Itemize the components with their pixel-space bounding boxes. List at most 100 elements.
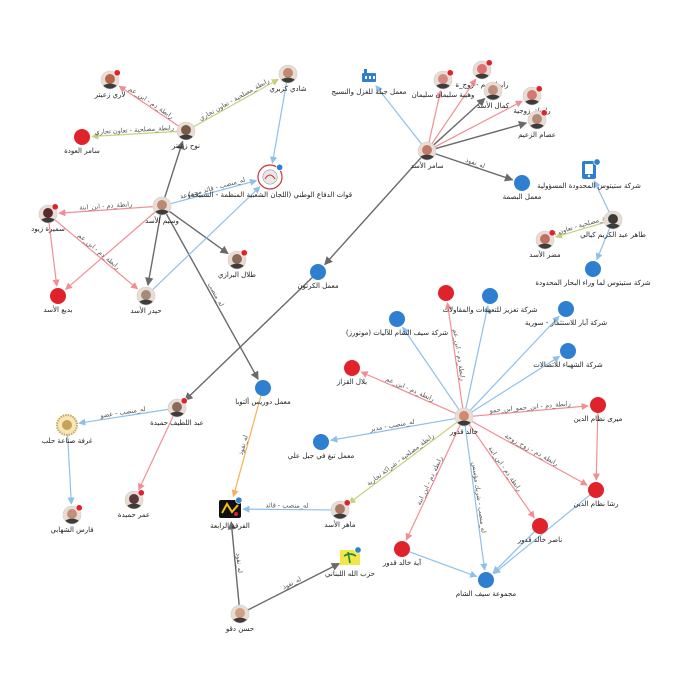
node-issam[interactable]: عصام الزعيم [518,109,556,139]
node-jabla[interactable]: معمل جبلة للغزل والنسيج [332,69,407,96]
edge-noah-lary: رابطة_دم - ابن_عم [118,85,179,127]
node-mira[interactable]: ميرى نظام الدين [574,397,623,423]
node-ghorfa[interactable]: غرفة صناعة حلب [42,414,93,445]
node-circle [482,288,498,304]
edge-line [152,186,261,291]
node-majmouat[interactable]: مجموعة سيف الشام [456,572,517,598]
edge-line [193,78,280,128]
edge-line [58,206,154,217]
edge-label: رابطة_مصلحية - تعاون تجاري [198,77,271,123]
node-talal[interactable]: طلال البرازي [218,249,256,279]
node-firqa[interactable]: الفرقة الرابعة [210,496,250,530]
node-kartoon[interactable]: معمل الكرتون [297,264,339,290]
node-rasha[interactable]: رشا نظام الدين [573,482,619,508]
node-abdellatif[interactable]: عبد اللطيف حميدة [150,397,204,427]
node-label: سميرة زيود [31,225,65,233]
edge-wasim-badee [65,211,156,290]
node-tahir[interactable]: طاهر عبد الكريم كيالي [580,210,646,239]
node-badee[interactable]: بديع الأسد [44,288,73,314]
portrait-icon [125,491,143,509]
node-samer_asad[interactable]: سامر الأسد [410,141,444,170]
edge-line [592,412,600,481]
node-aber[interactable]: شركة آبار للاستثمار - سورية [525,301,607,327]
node-label: بديع الأسد [44,305,73,314]
edge-samer_asad-basma: له_نفوذ [435,153,514,182]
edge-line [165,213,259,380]
node-maher[interactable]: ماهر الأسد [324,499,356,529]
node-circle [310,264,326,280]
node-saif_motors[interactable]: (شركة سيف الشام للآليات (موتورز [346,311,448,337]
edge-aya-majmouat [409,551,478,578]
node-kamal[interactable]: كمال الأسد [477,81,510,110]
node-steel1[interactable]: شركة ستيتوس المحدودة المسؤولية [537,158,641,190]
node-hassan[interactable]: حسن دقو [225,604,254,633]
edge-label: رابطة_دم - ابن_ابنة [79,200,133,212]
node-basma[interactable]: معمل البصمة [503,175,542,201]
node-shahba[interactable]: شركة الشهباء للاتصالات [533,343,603,369]
node-fares[interactable]: فارس الشهابي [50,504,94,534]
edge-line [360,371,456,414]
node-noah[interactable]: نوح زعيتر [171,121,200,150]
count-badge [548,229,556,237]
node-khaled[interactable]: خالد قدور [449,407,478,436]
edge-label: له_منصب - شريك مؤسس [470,461,488,533]
telecom-icon [582,161,596,179]
count-badge [240,249,248,257]
node-label: طاهر عبد الكريم كيالي [580,231,646,239]
node-label: رابطة_زوجية [513,107,550,115]
count-badge [113,69,121,77]
node-aya[interactable]: آية خالد قدور [382,541,422,567]
node-lary[interactable]: لاري زعيتر [94,69,126,99]
node-hezbollah[interactable]: حزب الله اللبناني [325,546,375,578]
edge-line [402,326,460,410]
node-samer_awda[interactable]: سامر العودة [64,129,100,155]
portrait-icon [63,506,81,524]
count-badge [51,203,59,211]
node-jablehc[interactable]: معمل تبغ في جبل علي [288,434,355,460]
node-quwat[interactable]: (قوات الدفاع الوطني (اللجان الشعبية المن… [188,163,352,199]
node-label: سامر الأسد [410,161,443,170]
node-shadi[interactable]: شادي كزبري [269,64,307,93]
node-madar[interactable]: مضر الأسد [529,229,561,259]
count-badge [354,546,362,554]
portrait-icon [168,399,186,417]
edge-samer_asad-wahiba [428,90,443,143]
edge-rasha-majmouat [493,494,591,575]
node-rabta_zawj[interactable]: رابطة_دم - زوج_ة [455,59,509,89]
node-samira[interactable]: سميرة زيود [31,203,65,233]
node-omar[interactable]: عمر حميدة [118,489,150,519]
node-nasser[interactable]: ناصر خالد قدور [517,518,562,544]
node-haidar[interactable]: حيدر الأسد [130,286,162,315]
edge-line [118,85,179,127]
node-steel2[interactable]: شركة ستيتوس لما وراء البحار المحدودة [535,261,651,287]
edge-line [184,277,313,401]
node-label: ماهر الأسد [324,520,355,529]
edge-line [138,415,174,491]
edge-samer_asad-rabta_zawj [431,78,477,144]
node-circle_red_top[interactable] [438,285,454,301]
node-rabta_zawjia[interactable]: رابطة_زوجية [513,85,551,115]
edge-line [330,417,456,443]
edge-label: رابطة_دم - ابن_عم [76,231,121,271]
edge-samer_asad-kamal [433,97,486,146]
portrait-icon [331,501,349,519]
node-label: شركة تعزيز للتعهدات والمقاولات [442,306,537,314]
edge-line [269,82,288,164]
count-badge [235,496,243,504]
node-wasim[interactable]: وسيم الأسد [145,196,179,225]
node-bilal[interactable]: بلال القزاز [336,360,367,386]
edge-noah-samer_awda: رابطة_مصلحية - تعاون تجاري [91,124,178,140]
portrait-icon [228,251,246,269]
node-label: معمل دوريس ألتوبا [235,397,291,406]
count-badge [137,489,145,497]
count-badge [276,163,284,171]
node-wahiba[interactable]: وهيبة سليمان سليمان [412,69,475,99]
edge-line [471,420,588,486]
node-tazeez[interactable]: شركة تعزيز للتعهدات والمقاولات [442,288,538,314]
node-label: (قوات الدفاع الوطني (اللجان الشعبية المن… [188,191,352,199]
node-label: عبد اللطيف حميدة [150,419,204,427]
node-douris[interactable]: معمل دوريس ألتوبا [235,380,291,406]
edge-khaled-aber [469,315,560,411]
node-label: ميرى نظام الدين [574,415,623,423]
edge-label: له_منصب - عضو [99,405,146,420]
